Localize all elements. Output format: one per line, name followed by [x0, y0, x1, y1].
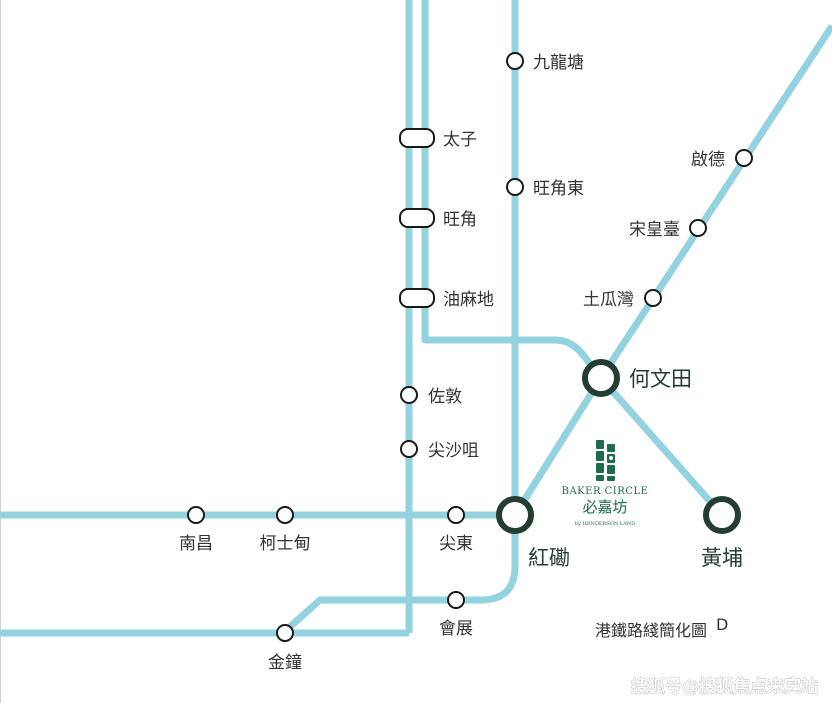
station-marker-nam-cheong [187, 506, 205, 524]
line-east-rail [280, 0, 519, 636]
interchange-marker-whampoa [703, 496, 741, 534]
station-marker-mong-kok-east [506, 178, 524, 196]
station-marker-austin [276, 506, 294, 524]
label-kai-tak: 啟德 [691, 150, 725, 170]
baker-circle-logo: BAKER CIRCLE 必嘉坊 by HENDERSON LAND [562, 440, 649, 527]
map-caption: 港鐵路綫簡化圖 [595, 621, 707, 640]
interchange-marker-ho-man-tin [582, 359, 620, 397]
label-exhibition-centre: 會展 [439, 619, 473, 639]
line-whampoa-branch [598, 375, 725, 518]
watermark: 搜狐号@搜狐焦点来宾站 [631, 676, 818, 697]
label-yau-ma-tei: 油麻地 [443, 290, 494, 310]
label-ho-man-tin: 何文田 [629, 367, 692, 391]
label-kowloon-tong: 九龍塘 [533, 53, 584, 73]
logo-by-line: by HENDERSON LAND [575, 521, 635, 527]
rail-lines [0, 0, 832, 637]
station-marker-jordan [400, 386, 418, 404]
label-mong-kok: 旺角 [443, 210, 477, 230]
label-hung-hom: 紅磡 [528, 546, 570, 570]
label-prince-edward: 太子 [443, 130, 477, 150]
label-mong-kok-east: 旺角東 [533, 179, 584, 199]
map-caption-mark: D [716, 615, 728, 634]
station-labels: 九龍塘 太子 旺角東 旺角 油麻地 佐敦 尖沙咀 南昌 柯士甸 尖東 會展 金鐘… [179, 53, 743, 673]
label-tsim-sha-tsui: 尖沙咀 [428, 441, 479, 461]
label-to-kwa-wan: 土瓜灣 [583, 290, 634, 310]
station-marker-kai-tak [735, 149, 753, 167]
station-marker-exhibition-centre [447, 591, 465, 609]
station-markers [187, 52, 753, 642]
station-marker-prince-edward [399, 128, 435, 148]
logo-name-zh: 必嘉坊 [582, 498, 627, 516]
logo-name-en: BAKER CIRCLE [562, 486, 649, 497]
line-tuen-ma-east [512, 24, 832, 517]
station-marker-admiralty [276, 624, 294, 642]
station-marker-to-kwa-wan [644, 289, 662, 307]
station-marker-yau-ma-tei [399, 288, 435, 308]
station-marker-east-tsim-sha-tsui [447, 506, 465, 524]
station-marker-tsim-sha-tsui [400, 440, 418, 458]
label-east-tsim-sha-tsui: 尖東 [439, 534, 473, 554]
station-marker-kowloon-tong [506, 52, 524, 70]
label-nam-cheong: 南昌 [179, 534, 213, 554]
label-jordan: 佐敦 [428, 387, 462, 407]
interchange-marker-hung-hom [496, 496, 534, 534]
logo-bamboo-icon [596, 440, 615, 481]
label-admiralty: 金鐘 [268, 653, 302, 673]
label-austin: 柯士甸 [260, 534, 311, 554]
line-kwun-tong [421, 0, 604, 381]
station-marker-sung-wong-toi [689, 219, 707, 237]
label-sung-wong-toi: 宋皇臺 [629, 220, 680, 240]
label-whampoa: 黃埔 [701, 546, 743, 570]
station-marker-mong-kok [399, 208, 435, 228]
